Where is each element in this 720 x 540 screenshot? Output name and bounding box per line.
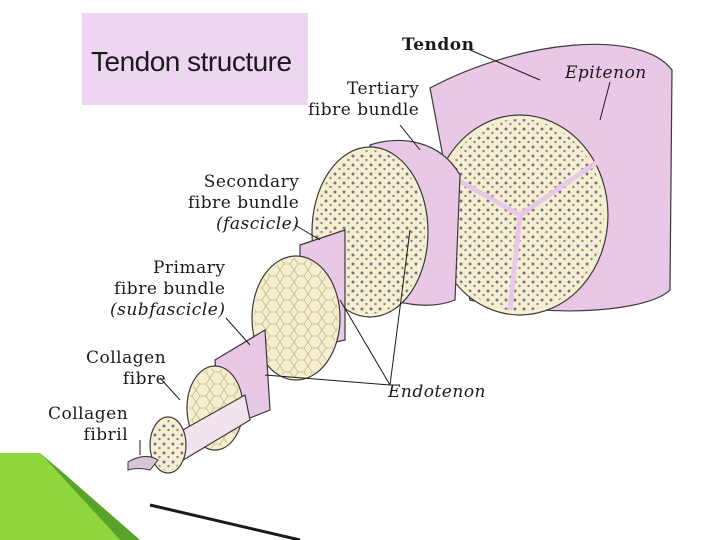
title-background (82, 13, 308, 105)
endotenon-septum-2 (507, 214, 523, 311)
label-secondary: Secondary fibre bundle (fascicle) (188, 172, 299, 235)
label-epitenon-text: Epitenon (565, 63, 647, 83)
label-collagen-fibre: Collagen fibre (86, 348, 166, 390)
secondary-cross-section-hex (254, 258, 338, 378)
label-epitenon: Epitenon (565, 63, 647, 84)
leader-lines (139, 49, 611, 455)
leader-tendon (469, 49, 541, 81)
collagen-fibril (127, 456, 159, 471)
leader-endotenon-1 (389, 229, 411, 386)
label-tertiary-line1: Tertiary (347, 79, 420, 99)
collagen-fibre-cross-section-dots (152, 419, 184, 471)
bottom-accent-line (149, 503, 301, 540)
label-collagen-fibre-line1: Collagen (86, 348, 167, 368)
label-collagen-fibre-line2: fibre (122, 369, 167, 389)
leader-secondary (294, 224, 321, 241)
bottom-accent-band (0, 453, 120, 540)
label-primary-line1: Primary (152, 258, 226, 278)
leader-collagen-fibre (159, 377, 181, 401)
leader-endotenon-3 (264, 374, 391, 386)
leader-primary (225, 317, 251, 346)
label-secondary-line2: fibre bundle (188, 193, 300, 213)
label-collagen-fibril-line1: Collagen (48, 404, 129, 424)
label-endotenon-text: Endotenon (388, 382, 486, 402)
label-tertiary: Tertiary fibre bundle (308, 79, 419, 121)
label-primary-line2: fibre bundle (114, 279, 226, 299)
bottom-accent-shadow (40, 453, 140, 540)
label-tertiary-line2: fibre bundle (308, 100, 420, 120)
label-primary: Primary fibre bundle (subfascicle) (110, 258, 225, 321)
label-secondary-line3: (fascicle) (215, 214, 300, 234)
leader-endotenon-2 (339, 299, 391, 386)
leader-tertiary (399, 124, 421, 151)
label-primary-line3: (subfascicle) (110, 300, 226, 320)
label-endotenon: Endotenon (388, 382, 486, 403)
slide-title: Tendon structure (91, 46, 292, 77)
label-secondary-line1: Secondary (203, 172, 300, 192)
label-collagen-fibril-line2: fibril (83, 425, 129, 445)
label-tendon: Tendon (402, 35, 475, 55)
leader-epitenon (599, 81, 611, 121)
label-collagen-fibril: Collagen fibril (48, 404, 128, 446)
